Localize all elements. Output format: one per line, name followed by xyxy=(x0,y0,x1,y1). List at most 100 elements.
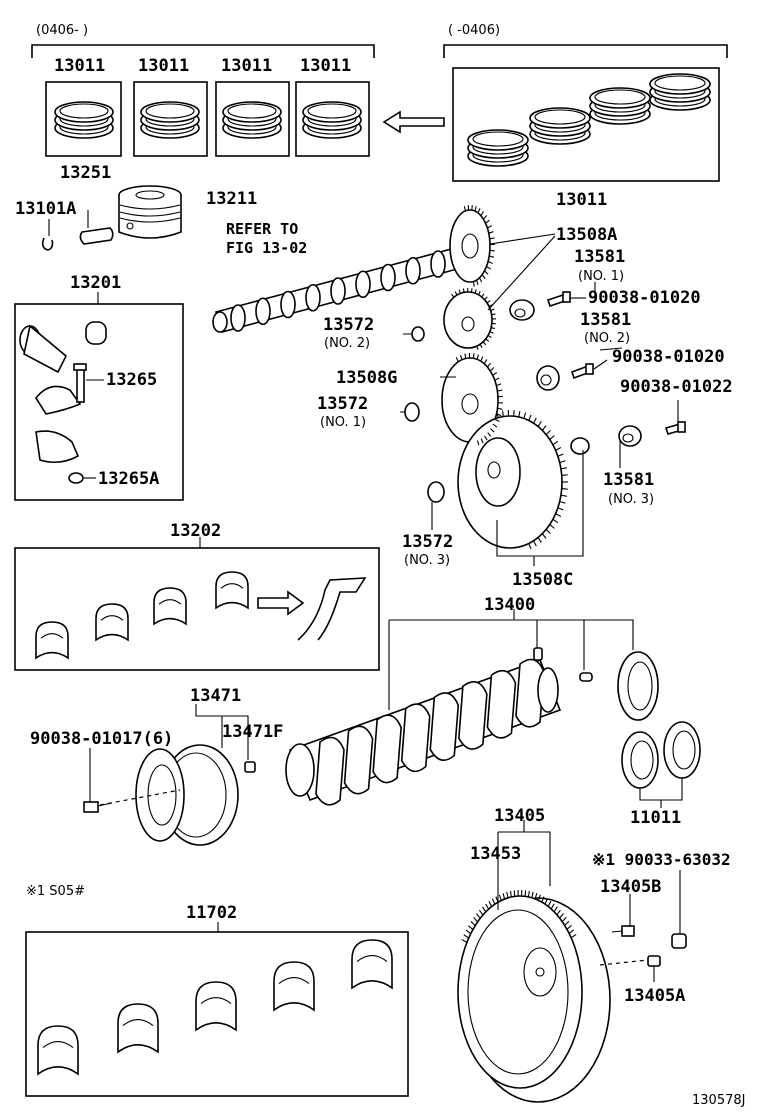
label-main-bearing[interactable]: 11702 xyxy=(186,903,238,923)
label-washer-1-sub: (NO. 1) xyxy=(320,415,367,430)
crankshaft-icon xyxy=(285,658,562,806)
label-washer-3[interactable]: 13572 xyxy=(402,532,454,552)
conrod-box xyxy=(14,303,184,501)
piston-ring-icon xyxy=(302,101,362,139)
label-bolt-2[interactable]: 90038-01020 xyxy=(612,347,725,367)
main-bearing-icons xyxy=(37,939,393,1076)
snap-ring-icon xyxy=(41,237,54,251)
label-pulley[interactable]: 13471 xyxy=(190,686,242,706)
label-snap-ring[interactable]: 13101A xyxy=(15,199,77,219)
bolt-1-icon xyxy=(546,291,571,308)
conrod-bolt-icon xyxy=(73,363,87,403)
cam-lobe-icon xyxy=(280,290,296,319)
label-ring-set[interactable]: 13011 xyxy=(556,190,608,210)
piston-ring-icon xyxy=(54,101,114,139)
label-ring-a[interactable]: 13011 xyxy=(54,56,106,76)
label-fw-bolt-note[interactable]: ※1 90033-63032 xyxy=(592,850,731,869)
label-washer-2-sub: (NO. 2) xyxy=(324,336,371,351)
label-bush-1-sub: (NO. 1) xyxy=(578,269,625,284)
oil-seal-icon xyxy=(617,651,659,721)
label-conrod-nut[interactable]: 13265A xyxy=(98,469,160,489)
label-washer-1[interactable]: 13572 xyxy=(317,394,369,414)
crank-web-icon xyxy=(515,658,545,728)
gear-teeth xyxy=(451,205,568,550)
label-flywheel-assy[interactable]: 13405 xyxy=(494,806,546,826)
crank-pulley-icon xyxy=(135,744,239,846)
label-fw-bolt[interactable]: 13405B xyxy=(600,877,662,897)
label-ring-c[interactable]: 13011 xyxy=(221,56,273,76)
label-washer-3-sub: (NO. 3) xyxy=(404,553,451,568)
label-ring-d[interactable]: 13011 xyxy=(300,56,352,76)
crank-web-icon xyxy=(400,703,431,773)
label-ring-b[interactable]: 13011 xyxy=(138,56,190,76)
label-thrust-washer[interactable]: 11011 xyxy=(630,808,682,828)
ring-set-box xyxy=(452,67,720,182)
conrod-nut-icon xyxy=(68,472,84,484)
crank-web-icon xyxy=(315,736,345,806)
bracket-before xyxy=(443,44,728,58)
label-bush-2-sub: (NO. 2) xyxy=(584,331,631,346)
label-crankshaft[interactable]: 13400 xyxy=(484,595,536,615)
crank-key-icon xyxy=(533,647,543,661)
conrod-icon xyxy=(19,324,82,464)
label-bush-1[interactable]: 13581 xyxy=(574,247,626,267)
bushing-no3-icon xyxy=(618,425,642,447)
conrod-bushing-icon xyxy=(85,321,107,345)
flywheel-icon xyxy=(457,895,611,1103)
bushing-no2-icon xyxy=(536,365,560,391)
label-fw-pin[interactable]: 13405A xyxy=(624,986,686,1006)
crank-web-icon xyxy=(429,692,460,762)
conrod-bearing-shell-icon xyxy=(35,621,69,660)
label-piston[interactable]: 13211 xyxy=(206,189,258,209)
crank-web-icon xyxy=(458,680,488,750)
label-bolt-3[interactable]: 90038-01022 xyxy=(620,377,733,397)
conrod-bearing-icons xyxy=(35,571,249,660)
label-conrod-kit[interactable]: 13201 xyxy=(70,273,122,293)
ring-icons xyxy=(54,101,362,139)
bolt-2-icon xyxy=(570,363,594,380)
conrod-bearing-shell-icon xyxy=(153,587,187,626)
piston-icon xyxy=(118,185,182,239)
label-pulley-key[interactable]: 13471F xyxy=(222,722,284,742)
label-gear-g[interactable]: 13508G xyxy=(336,368,398,388)
main-bearing-shell-icon xyxy=(351,939,393,990)
label-conrod-bolt[interactable]: 13265 xyxy=(106,370,158,390)
pulley-bolt-icon xyxy=(83,801,113,813)
crank-web-icon xyxy=(372,714,402,784)
label-gear-a[interactable]: 13508A xyxy=(556,225,618,245)
cam-lobe-icon xyxy=(380,263,396,292)
piston-pin-icon xyxy=(79,227,114,245)
cam-lobe-icon xyxy=(255,297,271,326)
flywheel-bolt-icon xyxy=(611,925,635,937)
label-gear-c[interactable]: 13508C xyxy=(512,570,574,590)
pulley-key-icon xyxy=(244,761,256,773)
thrust-washer-icons xyxy=(621,721,701,789)
label-bush-2[interactable]: 13581 xyxy=(580,310,632,330)
label-ring-gear[interactable]: 13453 xyxy=(470,844,522,864)
main-bearing-shell-icon xyxy=(117,1003,159,1054)
washer-no2-icon xyxy=(411,326,425,342)
cam-lobe-icon xyxy=(330,277,346,305)
main-bearing-box xyxy=(25,931,409,1097)
camshaft-gear-icon xyxy=(449,209,491,283)
label-piston-pin[interactable]: 13251 xyxy=(60,163,112,183)
crank-web-icon xyxy=(486,669,517,739)
arrow-right-icon xyxy=(257,590,305,616)
label-bush-3[interactable]: 13581 xyxy=(603,470,655,490)
main-bearing-shell-icon xyxy=(37,1025,79,1076)
piston-ring-icon xyxy=(529,107,591,145)
label-conrod-bearing[interactable]: 13202 xyxy=(170,521,222,541)
bearing-detail-icon xyxy=(297,577,367,641)
conrod-bearing-shell-icon xyxy=(215,571,249,610)
label-washer-2[interactable]: 13572 xyxy=(323,315,375,335)
footnote: ※1 S05# xyxy=(26,884,85,899)
piston-ring-icon xyxy=(140,101,200,139)
flywheel-nut-icon xyxy=(671,933,687,949)
label-bolt-1[interactable]: 90038-01020 xyxy=(588,288,701,308)
ring-box-group xyxy=(45,81,370,157)
cam-lobe-icon xyxy=(230,304,246,332)
label-refer-2[interactable]: FIG 13-02 xyxy=(226,239,308,257)
bushing-no1-icon xyxy=(509,299,535,321)
washer-no1-icon xyxy=(404,402,420,422)
label-pulley-bolt[interactable]: 90038-01017(6) xyxy=(30,729,174,749)
